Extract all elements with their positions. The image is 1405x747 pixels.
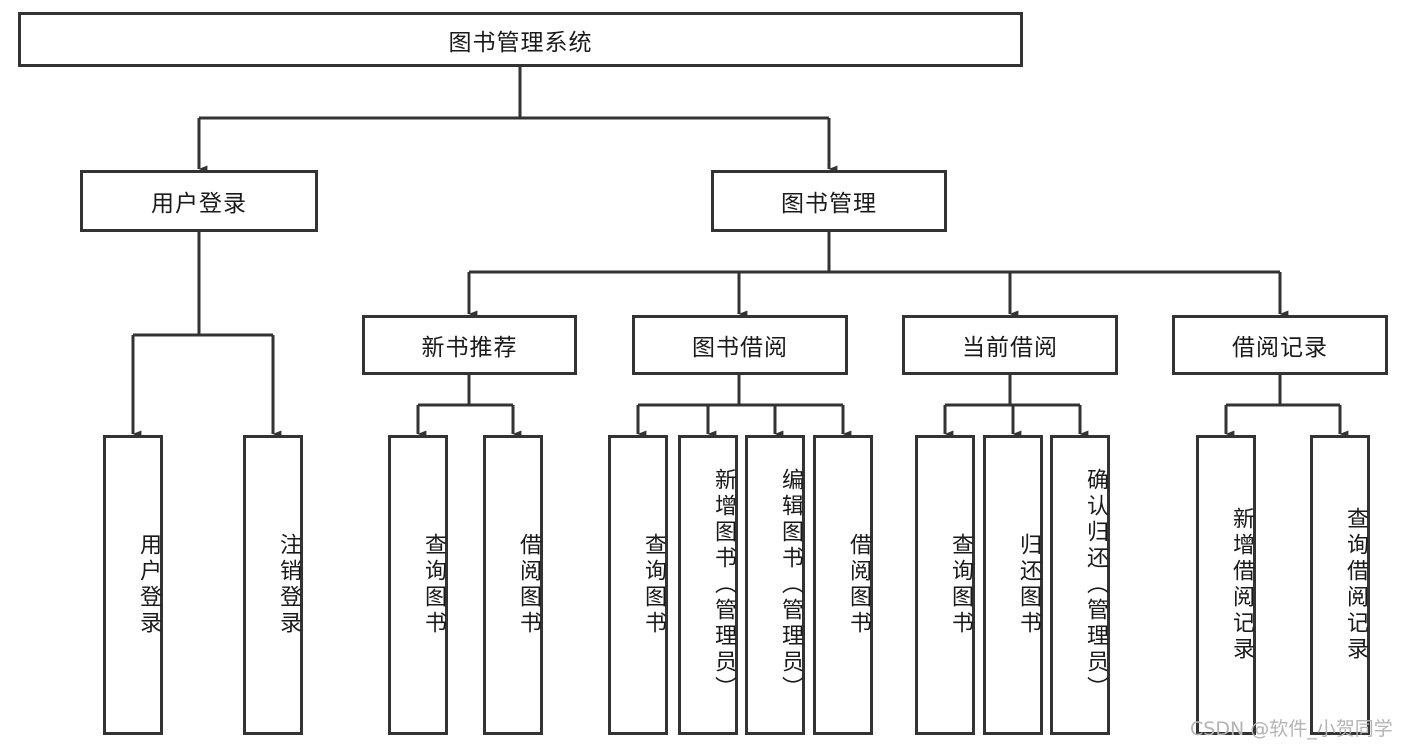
node-leaf-query-book-2[interactable]: 查询图书 bbox=[608, 435, 668, 735]
node-leaf-query-book-1[interactable]: 查询图书 bbox=[388, 435, 448, 735]
node-leaf-edit-book[interactable]: 编辑图书（管理员） bbox=[745, 435, 805, 735]
node-borrow-record[interactable]: 借阅记录 bbox=[1172, 315, 1388, 375]
node-leaf-return-book[interactable]: 归还图书 bbox=[983, 435, 1043, 735]
node-leaf-borrow-book-2[interactable]: 借阅图书 bbox=[813, 435, 873, 735]
node-current-borrow[interactable]: 当前借阅 bbox=[902, 315, 1118, 375]
node-leaf-return-book-label: 归还图书 bbox=[1016, 533, 1041, 637]
node-leaf-query-book-3[interactable]: 查询图书 bbox=[915, 435, 975, 735]
node-leaf-add-book[interactable]: 新增图书（管理员） bbox=[678, 435, 738, 735]
node-leaf-query-record-label: 查询借阅记录 bbox=[1343, 507, 1368, 663]
node-leaf-borrow-book-1-label: 借阅图书 bbox=[516, 533, 541, 637]
node-leaf-add-book-label: 新增图书（管理员） bbox=[711, 468, 736, 702]
node-book-management-label: 图书管理 bbox=[781, 191, 877, 217]
node-leaf-add-record[interactable]: 新增借阅记录 bbox=[1196, 435, 1256, 735]
node-leaf-logout[interactable]: 注销登录 bbox=[243, 435, 303, 735]
node-new-book-recommend[interactable]: 新书推荐 bbox=[362, 315, 577, 375]
node-leaf-logout-label: 注销登录 bbox=[276, 533, 301, 637]
node-user-login-label: 用户登录 bbox=[151, 191, 247, 217]
node-leaf-query-book-1-label: 查询图书 bbox=[421, 533, 446, 637]
node-borrow-record-label: 借阅记录 bbox=[1232, 335, 1328, 361]
node-leaf-user-login[interactable]: 用户登录 bbox=[103, 435, 163, 735]
node-new-book-recommend-label: 新书推荐 bbox=[421, 335, 518, 361]
node-leaf-user-login-label: 用户登录 bbox=[136, 533, 161, 637]
node-book-borrow[interactable]: 图书借阅 bbox=[632, 315, 848, 375]
watermark: CSDN @软件_小贺同学 bbox=[1190, 718, 1393, 740]
node-leaf-confirm-return[interactable]: 确认归还（管理员） bbox=[1050, 435, 1110, 735]
node-book-borrow-label: 图书借阅 bbox=[692, 335, 788, 361]
node-leaf-query-record[interactable]: 查询借阅记录 bbox=[1310, 435, 1370, 735]
node-leaf-query-book-2-label: 查询图书 bbox=[641, 533, 666, 637]
node-root-label: 图书管理系统 bbox=[448, 29, 593, 56]
node-leaf-add-record-label: 新增借阅记录 bbox=[1229, 507, 1254, 663]
node-leaf-confirm-return-label: 确认归还（管理员） bbox=[1083, 468, 1108, 702]
node-root[interactable]: 图书管理系统 bbox=[18, 12, 1023, 67]
node-user-login[interactable]: 用户登录 bbox=[80, 170, 318, 232]
node-leaf-borrow-book-1[interactable]: 借阅图书 bbox=[483, 435, 543, 735]
node-book-management[interactable]: 图书管理 bbox=[711, 170, 947, 232]
node-leaf-borrow-book-2-label: 借阅图书 bbox=[846, 533, 871, 637]
node-current-borrow-label: 当前借阅 bbox=[962, 335, 1058, 361]
node-leaf-edit-book-label: 编辑图书（管理员） bbox=[778, 468, 803, 702]
node-leaf-query-book-3-label: 查询图书 bbox=[948, 533, 973, 637]
